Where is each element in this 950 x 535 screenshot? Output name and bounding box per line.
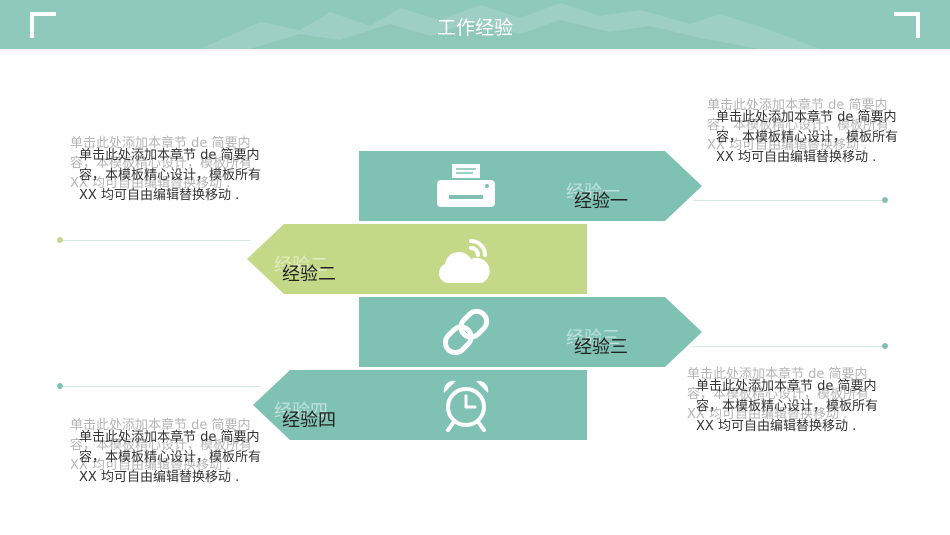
cloud-icon (438, 239, 490, 283)
experience-description-3: 单击此处添加本章节 de 简要内容，本模板精心设计，模板所有 XX 均可自由编辑… (687, 367, 879, 434)
alarm-clock-icon (443, 380, 489, 432)
connector-line-4 (60, 386, 260, 387)
experience-label-1: 经验一 经验一 (566, 182, 628, 212)
experience-arrow-2[interactable] (247, 224, 587, 294)
experience-label-2: 经验二 经验二 (274, 255, 336, 285)
header-divider (0, 49, 950, 51)
connector-line-3 (693, 346, 885, 347)
experience-arrow-3[interactable] (359, 297, 702, 367)
experience-label-3: 经验三 经验三 (566, 328, 628, 358)
experience-description-2: 单击此处添加本章节 de 简要内容，本模板精心设计，模板所有 XX 均可自由编辑… (70, 136, 262, 203)
link-icon (442, 308, 490, 356)
experience-arrow-4[interactable] (253, 370, 587, 440)
corner-bracket-top-right (894, 12, 920, 38)
printer-icon (437, 164, 495, 207)
connector-line-2 (60, 240, 250, 241)
header-bar: 工作经验 (0, 0, 950, 49)
experience-arrow-1[interactable] (359, 151, 702, 221)
connector-dot-1 (882, 197, 888, 203)
experience-label-4: 经验四 经验四 (274, 401, 336, 431)
corner-bracket-top-left (30, 12, 56, 38)
page-title: 工作经验 (436, 17, 513, 39)
connector-dot-2 (57, 237, 63, 243)
mountain-background (200, 3, 820, 49)
connector-line-1 (693, 200, 885, 201)
connector-dot-4 (57, 383, 63, 389)
experience-description-4: 单击此处添加本章节 de 简要内容，本模板精心设计，模板所有 XX 均可自由编辑… (70, 418, 262, 485)
experience-description-1: 单击此处添加本章节 de 简要内容，本模板精心设计，模板所有 XX 均可自由编辑… (707, 98, 899, 165)
connector-dot-3 (882, 343, 888, 349)
